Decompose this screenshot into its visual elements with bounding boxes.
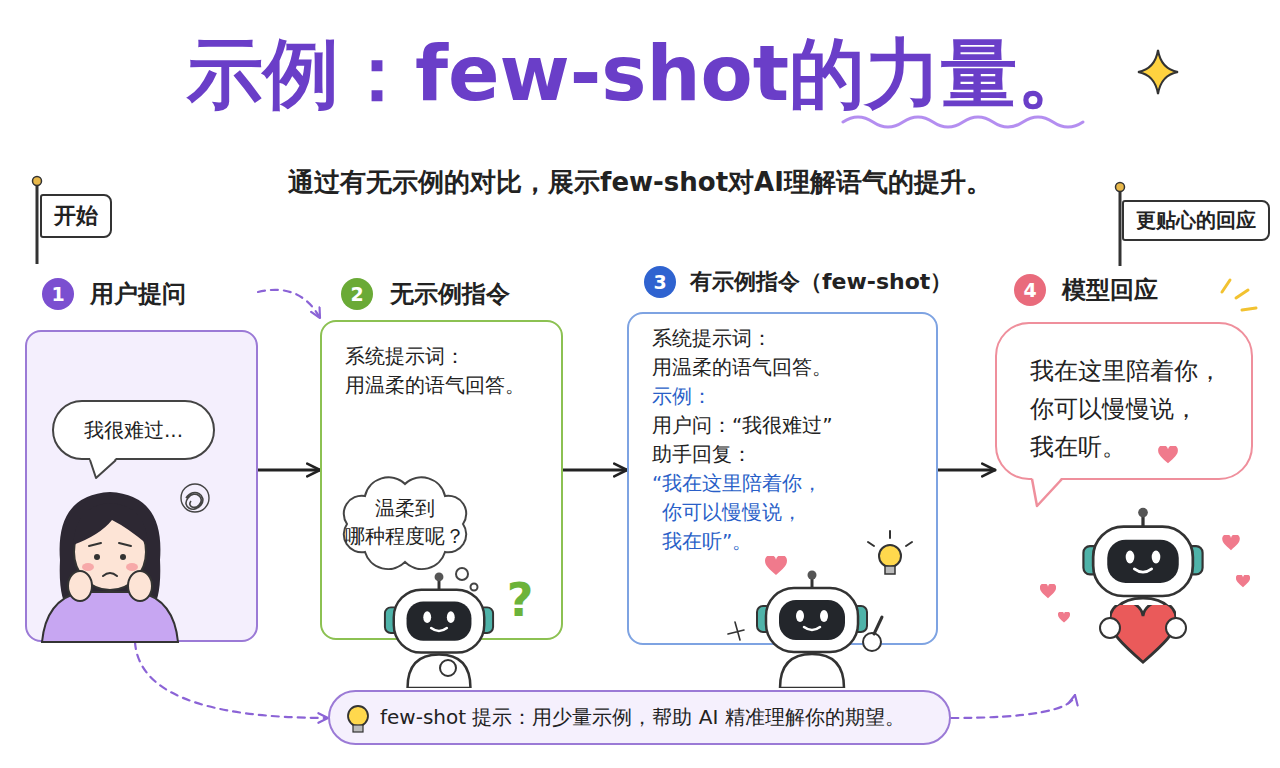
- label-text: 2: [350, 283, 363, 305]
- label-text: 3: [653, 271, 666, 293]
- title-box: 示例：few-shot的力量。: [0, 28, 1280, 119]
- body-text: 系统提示词： 用温柔的语气回答。示例：用户问：“我很难过”助手回复：“我在这里陪…: [652, 324, 892, 556]
- tip-node: few-shot 提示：用少量示例，帮助 AI 精准理解你的期望。: [328, 690, 951, 745]
- flow-arrow: [563, 469, 627, 472]
- callout-number: 2: [341, 278, 373, 310]
- instruction-line: 用户问：“我很难过”: [652, 411, 892, 440]
- instruction-line: 系统提示词： 用温柔的语气回答。: [652, 324, 892, 382]
- title: 示例：few-shot的力量。: [187, 29, 1093, 118]
- sparkle: [1138, 50, 1178, 94]
- robot-illustration: [320, 274, 563, 690]
- heading-box: 有示例指令（few-shot）: [690, 266, 952, 298]
- flag-text: 开始: [54, 203, 98, 228]
- bubble-node: 我很难过...: [52, 400, 215, 460]
- flow-arrow: [938, 469, 995, 472]
- heading-box: 用户提问: [90, 278, 186, 310]
- question-mark: ?: [500, 570, 540, 630]
- column-heading: 无示例指令: [390, 278, 510, 310]
- bubble-text: 我很难过...: [84, 417, 183, 444]
- confused-robot: [385, 568, 493, 688]
- instruction-line: 示例：: [652, 382, 892, 411]
- sad-girl: [42, 484, 209, 642]
- flow-arrow: [258, 469, 320, 472]
- col-node: 模型回应我在这里陪着你， 你可以慢慢说， 我在听。: [995, 272, 1253, 695]
- flag-text: 更贴心的回应: [1136, 208, 1256, 232]
- thought-node: 温柔到 哪种程度呢？: [335, 478, 475, 566]
- tip-text: few-shot 提示：用少量示例，帮助 AI 精准理解你的期望。: [380, 704, 905, 731]
- instruction-line: “我在这里陪着你， 你可以慢慢说， 我在听”。: [652, 469, 892, 556]
- instruction-line: 助手回复：: [652, 440, 892, 469]
- col-node: 有示例指令（few-shot）系统提示词： 用温柔的语气回答。示例：用户问：“我…: [627, 262, 938, 645]
- speech-tail: [54, 402, 217, 482]
- flag-node: 更贴心的回应: [1122, 200, 1270, 241]
- dashed-arrow: [951, 695, 1075, 718]
- dashed-arrow: [135, 642, 328, 718]
- heading-box: 模型回应: [1062, 274, 1158, 306]
- callout-number: 3: [644, 266, 676, 298]
- caring-robot: [1032, 280, 1256, 662]
- body-text: 系统提示词： 用温柔的语气回答。: [345, 342, 545, 400]
- dashed-arrow: [258, 290, 320, 318]
- body-text: 我在这里陪着你， 你可以慢慢说， 我在听。: [1030, 352, 1242, 466]
- column-heading: 有示例指令（few-shot）: [690, 266, 952, 298]
- heading-box: 无示例指令: [390, 278, 510, 310]
- thought-text: 温柔到 哪种程度呢？: [343, 494, 467, 550]
- callout-number: 1: [42, 278, 74, 310]
- instruction-line: 系统提示词： 用温柔的语气回答。: [345, 342, 545, 400]
- flag-node: 开始: [40, 194, 112, 238]
- col-node: 用户提问 我很难过...: [25, 274, 258, 642]
- callout-number: 4: [1014, 274, 1046, 306]
- label-text: 1: [51, 283, 64, 305]
- column-heading: 模型回应: [1062, 274, 1158, 306]
- caption: 通过有无示例的对比，展示few-shot对AI理解语气的提升。: [288, 167, 992, 197]
- robot-illustration: [995, 272, 1253, 695]
- label-text: 4: [1023, 279, 1036, 301]
- instruction-line: 我在这里陪着你， 你可以慢慢说， 我在听。: [1030, 352, 1242, 466]
- idea-robot: [728, 531, 912, 688]
- caption-box: 通过有无示例的对比，展示few-shot对AI理解语气的提升。: [0, 166, 1280, 200]
- column-heading: 用户提问: [90, 278, 186, 310]
- label-text: ?: [507, 573, 534, 627]
- thought-cloud: [335, 478, 475, 566]
